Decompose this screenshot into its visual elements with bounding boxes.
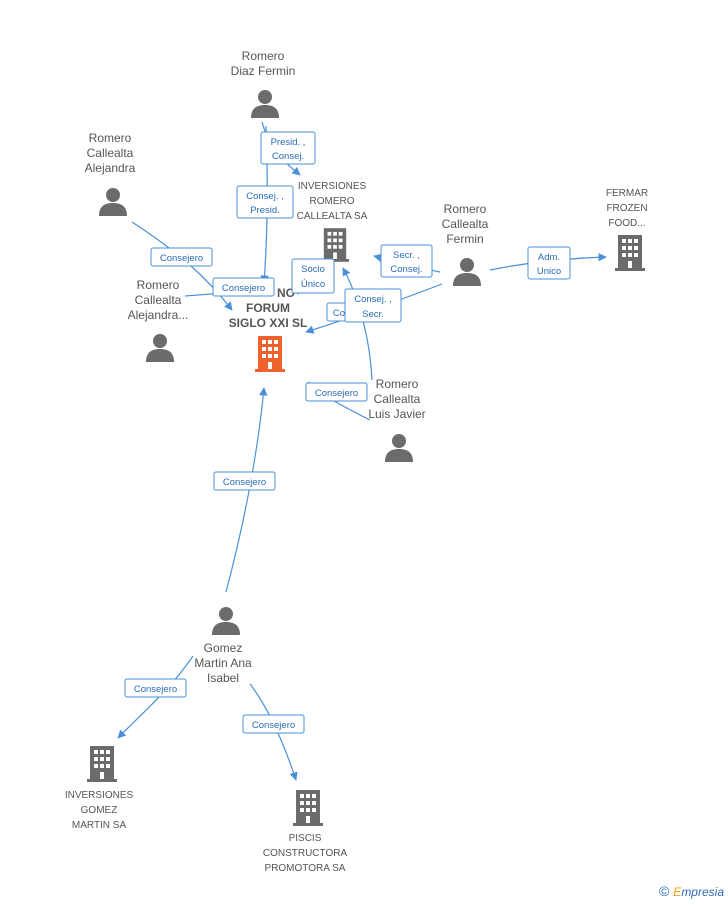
node-label: NO (277, 286, 295, 300)
node-fermar-frozen-food[interactable]: FERMAR FROZEN FOOD... (606, 188, 648, 271)
node-label: ROMERO (310, 196, 355, 207)
building-icon (255, 336, 285, 372)
node-label: SIGLO XXI SL (229, 316, 308, 330)
edge-label-text: Consejero (315, 388, 358, 399)
brand-logo[interactable]: Empresia (673, 885, 724, 899)
node-label: FORUM (246, 301, 290, 315)
edge-label-text: Socio (301, 264, 325, 275)
node-label: Diaz Fermin (231, 64, 296, 78)
edge-label-text: Consejero (134, 684, 177, 695)
node-label: Alejandra... (128, 308, 189, 322)
node-label: FOOD... (608, 218, 645, 229)
edge-label-text: Consej. (390, 264, 422, 275)
node-label: PROMOTORA SA (265, 863, 346, 874)
node-label: CALLEALTA SA (297, 211, 368, 222)
person-icon (453, 258, 481, 286)
node-romero-callealta-luis-javier[interactable]: Romero Callealta Luis Javier (368, 377, 426, 462)
edge-label-consejero[interactable]: Consejero (150, 247, 213, 267)
edge-label-text: Único (301, 279, 325, 290)
node-label: Martin Ana (194, 656, 252, 670)
node-label: GOMEZ (81, 805, 118, 816)
edge-label-consej-presid[interactable]: Consej. , Presid. (236, 185, 294, 219)
person-icon (146, 334, 174, 362)
node-romero-callealta-alejandra-2[interactable]: Romero Callealta Alejandra... (128, 278, 189, 362)
edge-label-text: Consejero (223, 477, 266, 488)
person-icon (251, 90, 279, 118)
person-icon (385, 434, 413, 462)
node-romero-diaz-fermin[interactable]: Romero Diaz Fermin (231, 49, 296, 118)
node-label: CONSTRUCTORA (263, 848, 348, 859)
edge-label-text: Co (333, 308, 345, 319)
edge-label-text: Consej. , (354, 294, 392, 305)
node-label: Isabel (207, 671, 239, 685)
edge-label-text: Presid. (250, 205, 280, 216)
node-label: Callealta (442, 217, 489, 231)
node-label: FERMAR (606, 188, 648, 199)
node-label: MARTIN SA (72, 820, 127, 831)
node-gomez-martin-ana-isabel[interactable]: Gomez Martin Ana Isabel (194, 607, 252, 685)
node-label: Romero (242, 49, 285, 63)
node-label: Romero (376, 377, 419, 391)
building-icon (321, 228, 349, 262)
nodes: Romero Diaz Fermin Romero Callealta Alej… (65, 49, 648, 874)
edge-label-adm-unico[interactable]: Adm. Unico (527, 246, 571, 280)
node-label: INVERSIONES (298, 181, 367, 192)
edge-label-text: Consejero (222, 283, 265, 294)
edge-label-consejero[interactable]: Consejero (212, 277, 275, 297)
node-label: Callealta (374, 392, 421, 406)
node-label: Callealta (135, 293, 182, 307)
node-label: FROZEN (606, 203, 647, 214)
edge-labels: Presid. , Consej. Consej. , Presid. Cons… (124, 131, 571, 734)
copyright-icon: © (658, 883, 670, 899)
edge-label-text: Secr. (362, 309, 384, 320)
person-icon (99, 188, 127, 216)
node-label: PISCIS (289, 833, 322, 844)
node-label: Romero (444, 202, 487, 216)
edge-label-text: Consejero (160, 253, 203, 264)
edge-label-text: Secr. , (393, 250, 420, 261)
building-icon (615, 235, 645, 271)
edge-luis-inversiones (342, 267, 373, 381)
node-label: Romero (137, 278, 180, 292)
node-label: Callealta (87, 146, 134, 160)
edge-gomez-inversiones-gomez (117, 655, 194, 739)
edge-label-text: Presid. , (271, 137, 306, 148)
building-icon (87, 746, 117, 782)
footer-brand: ©Empresia (659, 883, 724, 899)
edge-label-consejero[interactable]: Consejero (242, 714, 305, 734)
node-forum-siglo-xxi[interactable]: NO FORUM SIGLO XXI SL (229, 286, 308, 372)
edge-label-consej-secr[interactable]: Consej. , Secr. (344, 288, 402, 323)
edge-label-socio-unico[interactable]: Socio Único (291, 258, 335, 294)
node-label: INVERSIONES (65, 790, 134, 801)
node-label: Alejandra (85, 161, 136, 175)
edge-label-text: Consejero (252, 720, 295, 731)
person-icon (212, 607, 240, 635)
node-label: Fermin (446, 232, 483, 246)
node-romero-callealta-alejandra[interactable]: Romero Callealta Alejandra (85, 131, 136, 216)
edge-label-consejero[interactable]: Consejero (213, 471, 276, 491)
edge-label-consejero[interactable]: Consejero (124, 678, 187, 698)
node-romero-callealta-fermin[interactable]: Romero Callealta Fermin (442, 202, 489, 286)
edge-label-text: Adm. (538, 252, 560, 263)
brand-initial: E (673, 885, 682, 899)
node-inversiones-romero-callealta[interactable]: INVERSIONES ROMERO CALLEALTA SA (297, 181, 368, 262)
node-label: Gomez (204, 641, 243, 655)
node-piscis-constructora-promotora[interactable]: PISCIS CONSTRUCTORA PROMOTORA SA (263, 790, 348, 874)
edge-label-text: Consej. (272, 151, 304, 162)
edge-label-text: Unico (537, 266, 561, 277)
node-label: Luis Javier (368, 407, 425, 421)
edge-label-text: Consej. , (246, 191, 284, 202)
node-label: Romero (89, 131, 132, 145)
edge-label-consejero[interactable]: Consejero (305, 382, 368, 402)
building-icon (293, 790, 323, 826)
edge-label-presid-consej[interactable]: Presid. , Consej. (260, 131, 316, 165)
node-inversiones-gomez-martin[interactable]: INVERSIONES GOMEZ MARTIN SA (65, 746, 134, 831)
brand-name: mpresia (681, 885, 724, 899)
edge-label-secr-consej[interactable]: Secr. , Consej. (380, 244, 433, 278)
